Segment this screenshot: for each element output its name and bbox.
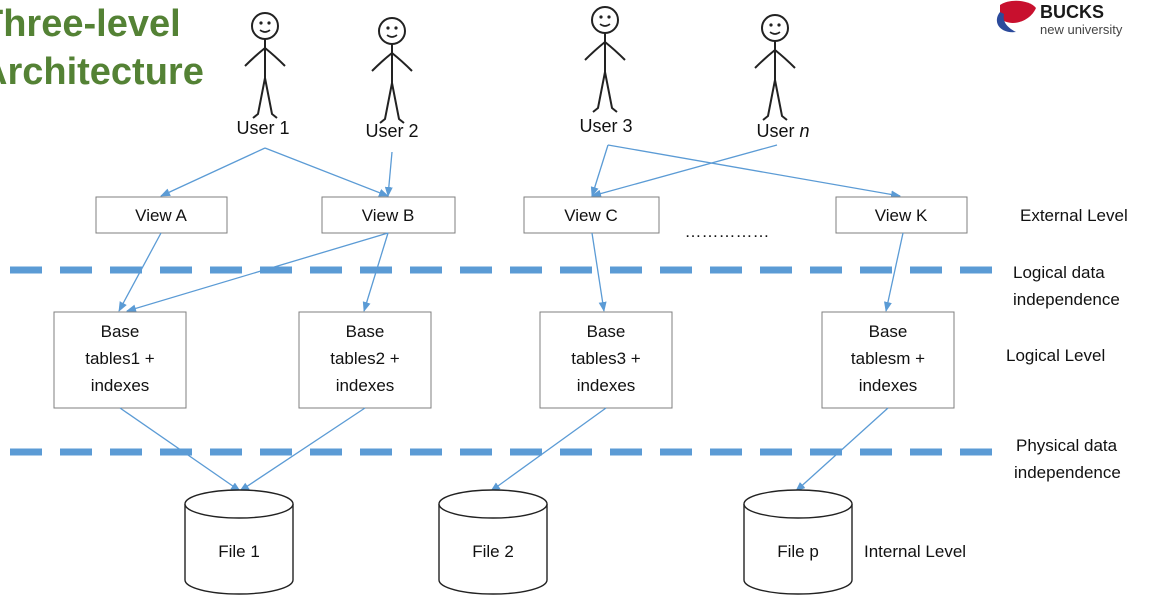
title-line-2: Architecture xyxy=(0,51,204,93)
base-table-2-line-1: Base xyxy=(346,322,385,341)
base-table-1-line-3: indexes xyxy=(91,376,150,395)
logical-independence-line-1: Logical data xyxy=(1013,263,1105,282)
view-base-arrows xyxy=(118,232,904,313)
base-table-3-line-1: Base xyxy=(587,322,626,341)
user-view-arrows xyxy=(160,144,901,199)
file-label-2: File 2 xyxy=(472,542,514,561)
view-box-c: View C xyxy=(523,196,660,234)
file-cylinder-2: File 2 xyxy=(438,489,548,595)
base-table-1-line-2: tables1 + xyxy=(85,349,155,368)
view-label-k: View K xyxy=(875,206,928,225)
user-label-3: User 3 xyxy=(579,116,632,136)
file-label-p: File p xyxy=(777,542,819,561)
file-label-1: File 1 xyxy=(218,542,260,561)
external-level-label: External Level xyxy=(1020,206,1128,225)
user-1-figure xyxy=(244,12,286,119)
physical-independence-line-1: Physical data xyxy=(1016,436,1118,455)
user-label-n: User n xyxy=(756,121,809,141)
view-label-c: View C xyxy=(564,206,618,225)
base-table-m-line-3: indexes xyxy=(859,376,918,395)
file-cylinder-1: File 1 xyxy=(184,489,294,595)
base-table-m-line-1: Base xyxy=(869,322,908,341)
user-3-figure xyxy=(584,6,626,113)
base-table-2-line-3: indexes xyxy=(336,376,395,395)
view-label-b: View B xyxy=(362,206,415,225)
logo-subtitle: new university xyxy=(1040,22,1123,37)
view-box-k: View K xyxy=(835,196,968,234)
title-line-1: Three-level xyxy=(0,3,181,45)
user-label-2: User 2 xyxy=(365,121,418,141)
base-table-2-line-2: tables2 + xyxy=(330,349,400,368)
view-label-a: View A xyxy=(135,206,187,225)
physical-independence-line-2: independence xyxy=(1014,463,1121,482)
logo-blue-swoosh xyxy=(996,12,1016,33)
logo-name: BUCKS xyxy=(1040,2,1104,22)
user-label-1: User 1 xyxy=(236,118,289,138)
base-table-box-1: Base tables1 + indexes xyxy=(53,311,187,409)
logical-level-label: Logical Level xyxy=(1006,346,1105,365)
base-table-box-3: Base tables3 + indexes xyxy=(539,311,673,409)
file-cylinder-p: File p xyxy=(743,489,853,595)
user-n-figure xyxy=(754,14,796,121)
university-logo: BUCKS new university xyxy=(996,0,1123,37)
view-ellipsis: …………… xyxy=(685,222,770,241)
logo-red-swoosh xyxy=(1000,0,1036,23)
user-2-figure xyxy=(371,17,413,124)
base-file-arrows xyxy=(119,407,889,492)
view-box-a: View A xyxy=(95,196,228,234)
base-table-box-m: Base tablesm + indexes xyxy=(821,311,955,409)
page-title: Three-level Architecture xyxy=(0,0,204,96)
logical-independence-line-2: independence xyxy=(1013,290,1120,309)
internal-level-label: Internal Level xyxy=(864,542,966,561)
base-table-3-line-2: tables3 + xyxy=(571,349,641,368)
base-table-1-line-1: Base xyxy=(101,322,140,341)
base-table-3-line-3: indexes xyxy=(577,376,636,395)
view-box-b: View B xyxy=(321,196,456,234)
base-table-box-2: Base tables2 + indexes xyxy=(298,311,432,409)
base-table-m-line-2: tablesm + xyxy=(851,349,925,368)
